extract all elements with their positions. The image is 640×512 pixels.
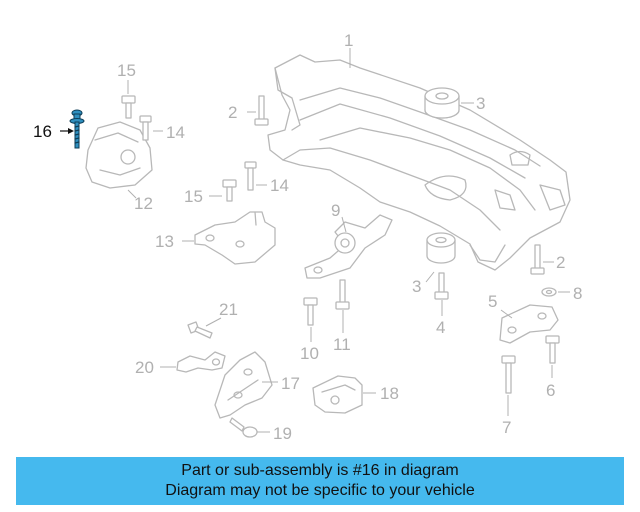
callout-12: 12 xyxy=(134,194,153,213)
bolt-6 xyxy=(545,335,560,364)
callout-3-upper: 3 xyxy=(476,94,485,113)
bracket-17 xyxy=(214,351,273,419)
bolt-2-upper xyxy=(254,95,269,126)
bolt-2-lower xyxy=(530,244,545,275)
callout-1: 1 xyxy=(344,31,353,50)
bolt-15-lower xyxy=(222,179,237,202)
callout-15-upper: 15 xyxy=(117,61,136,80)
washer-8 xyxy=(541,287,557,297)
bolt-15-upper xyxy=(121,95,136,119)
bolt-14-lower xyxy=(244,161,257,191)
callout-8: 8 xyxy=(573,284,582,303)
callout-14-lower: 14 xyxy=(270,176,289,195)
callout-11: 11 xyxy=(333,335,351,354)
callout-18: 18 xyxy=(380,384,399,403)
subframe xyxy=(267,54,571,271)
bolt-21 xyxy=(187,321,213,339)
bolt-10 xyxy=(303,297,318,326)
bolt-14-upper xyxy=(139,115,152,141)
callout-13: 13 xyxy=(155,232,174,251)
callout-2-upper: 2 xyxy=(228,103,237,122)
callout-20: 20 xyxy=(135,358,154,377)
callout-10: 10 xyxy=(300,344,319,363)
bolt-19 xyxy=(229,417,258,438)
mount-bracket-13 xyxy=(194,211,276,265)
callout-9: 9 xyxy=(331,201,340,220)
torque-rod xyxy=(304,214,393,279)
banner-line-2: Diagram may not be specific to your vehi… xyxy=(165,482,475,499)
callout-16-arrow xyxy=(68,128,74,134)
callout-lines xyxy=(127,48,570,433)
link-20 xyxy=(176,351,226,373)
bushing-upper xyxy=(424,87,460,119)
callout-7: 7 xyxy=(502,418,511,437)
parts-diagram: 1 2 3 2 3 4 5 6 7 8 9 10 11 12 13 14 14 … xyxy=(33,31,582,443)
mount-18 xyxy=(312,375,363,414)
callout-14-upper: 14 xyxy=(166,123,185,142)
callout-21: 21 xyxy=(219,300,238,319)
callout-17: 17 xyxy=(281,374,300,393)
bushing-lower xyxy=(426,232,456,264)
callout-6: 6 xyxy=(546,381,555,400)
callout-4: 4 xyxy=(436,318,445,337)
bolt-7 xyxy=(501,355,516,394)
engine-mount-12 xyxy=(85,121,153,189)
callout-19: 19 xyxy=(273,424,292,443)
callout-3-lower: 3 xyxy=(412,277,421,296)
callout-16: 16 xyxy=(33,122,52,141)
bolt-11 xyxy=(335,279,350,310)
callout-15-lower: 15 xyxy=(184,187,203,206)
callout-5: 5 xyxy=(488,292,497,311)
callout-2-lower: 2 xyxy=(556,253,565,272)
bolt-4 xyxy=(434,272,449,300)
banner-line-1: Part or sub-assembly is #16 in diagram xyxy=(181,462,459,479)
bolt-16-highlighted xyxy=(69,109,85,149)
info-banner: Part or sub-assembly is #16 in diagram D… xyxy=(16,457,624,505)
bracket-5 xyxy=(499,304,559,344)
